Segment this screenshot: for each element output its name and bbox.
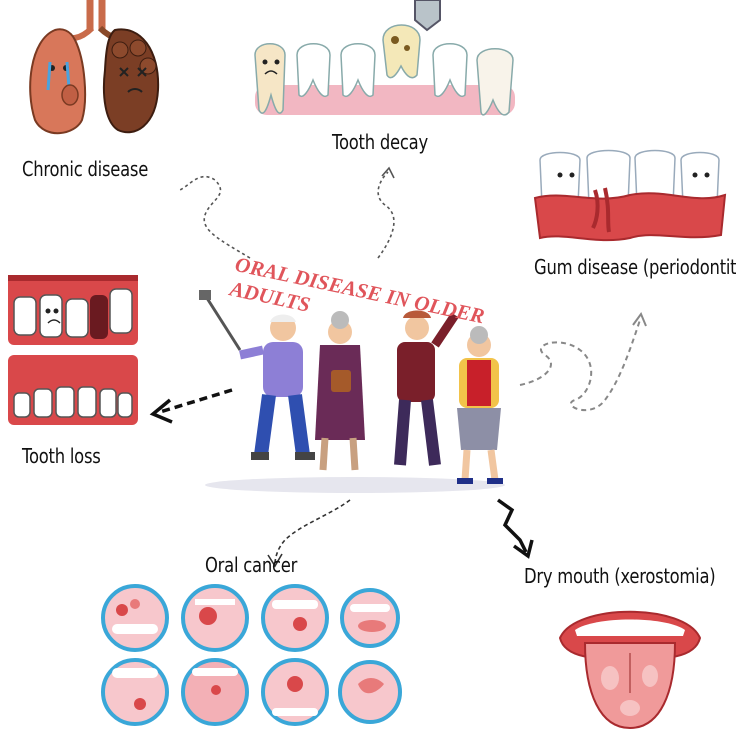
label-oral-cancer: Oral cancer — [205, 553, 298, 577]
oral-cancer-circle-icon — [181, 584, 249, 652]
label-tooth-decay: Tooth decay — [332, 130, 428, 154]
arrow-to-oral-cancer — [274, 499, 351, 563]
seniors-group-icon — [199, 290, 505, 493]
title-wrapper: ORAL DISEASE IN OLDER ADULTS — [228, 252, 538, 328]
label-gum-disease: Gum disease (periodontitis) — [534, 255, 736, 279]
lungs-icon — [29, 0, 160, 135]
label-chronic-disease: Chronic disease — [22, 157, 149, 181]
label-dry-mouth: Dry mouth (xerostomia) — [524, 564, 716, 588]
arrow-to-gum-disease — [519, 319, 641, 411]
arrow-to-dry-mouth — [496, 498, 528, 553]
oral-cancer-circle-icon — [340, 588, 400, 648]
label-tooth-loss: Tooth loss — [22, 444, 101, 468]
oral-cancer-circle-icon — [101, 584, 169, 652]
oral-cancer-circle-icon — [101, 658, 169, 726]
oral-cancer-circle-icon — [181, 658, 249, 726]
gums-icon — [533, 149, 727, 242]
oral-cancer-grid — [101, 584, 402, 726]
oral-cancer-circle-icon — [261, 658, 329, 726]
tooth-loss-mouth-icon — [8, 275, 138, 425]
tongue-icon — [558, 610, 702, 730]
oral-cancer-circle-icon — [338, 660, 402, 724]
teeth-row-icon — [254, 0, 515, 116]
arrow-to-chronic-disease — [179, 175, 251, 259]
arrow-to-tooth-decay — [377, 171, 395, 259]
oral-cancer-circle-icon — [261, 584, 329, 652]
